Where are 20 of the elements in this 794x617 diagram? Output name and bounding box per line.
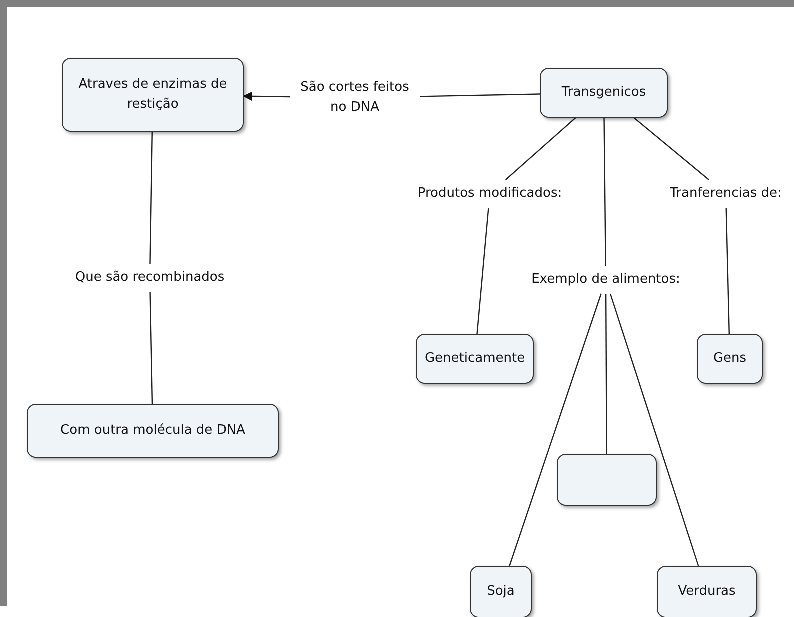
- connector-line: [726, 208, 730, 334]
- connector-line: [505, 118, 576, 180]
- concept-box: [557, 454, 657, 506]
- connector-line: [605, 294, 608, 454]
- concept-box: Transgenicos: [540, 68, 668, 118]
- concept-box: Gens: [697, 334, 763, 384]
- concept-box: Geneticamente: [416, 334, 534, 384]
- connector-line: [610, 294, 700, 566]
- connector-line: [509, 294, 602, 566]
- connector-line: [634, 118, 710, 180]
- connector-line: [150, 292, 154, 404]
- concept-box: Verduras: [657, 566, 757, 617]
- connector-line: [150, 132, 153, 264]
- concept-box: Atraves de enzimas de restição: [62, 58, 244, 132]
- connector-line: [476, 208, 490, 334]
- concept-box: Soja: [470, 566, 532, 617]
- connector-line: [420, 94, 540, 98]
- concept-box: Com outra molécula de DNA: [27, 404, 279, 458]
- connector-line: [604, 118, 606, 266]
- arrow: [243, 92, 290, 101]
